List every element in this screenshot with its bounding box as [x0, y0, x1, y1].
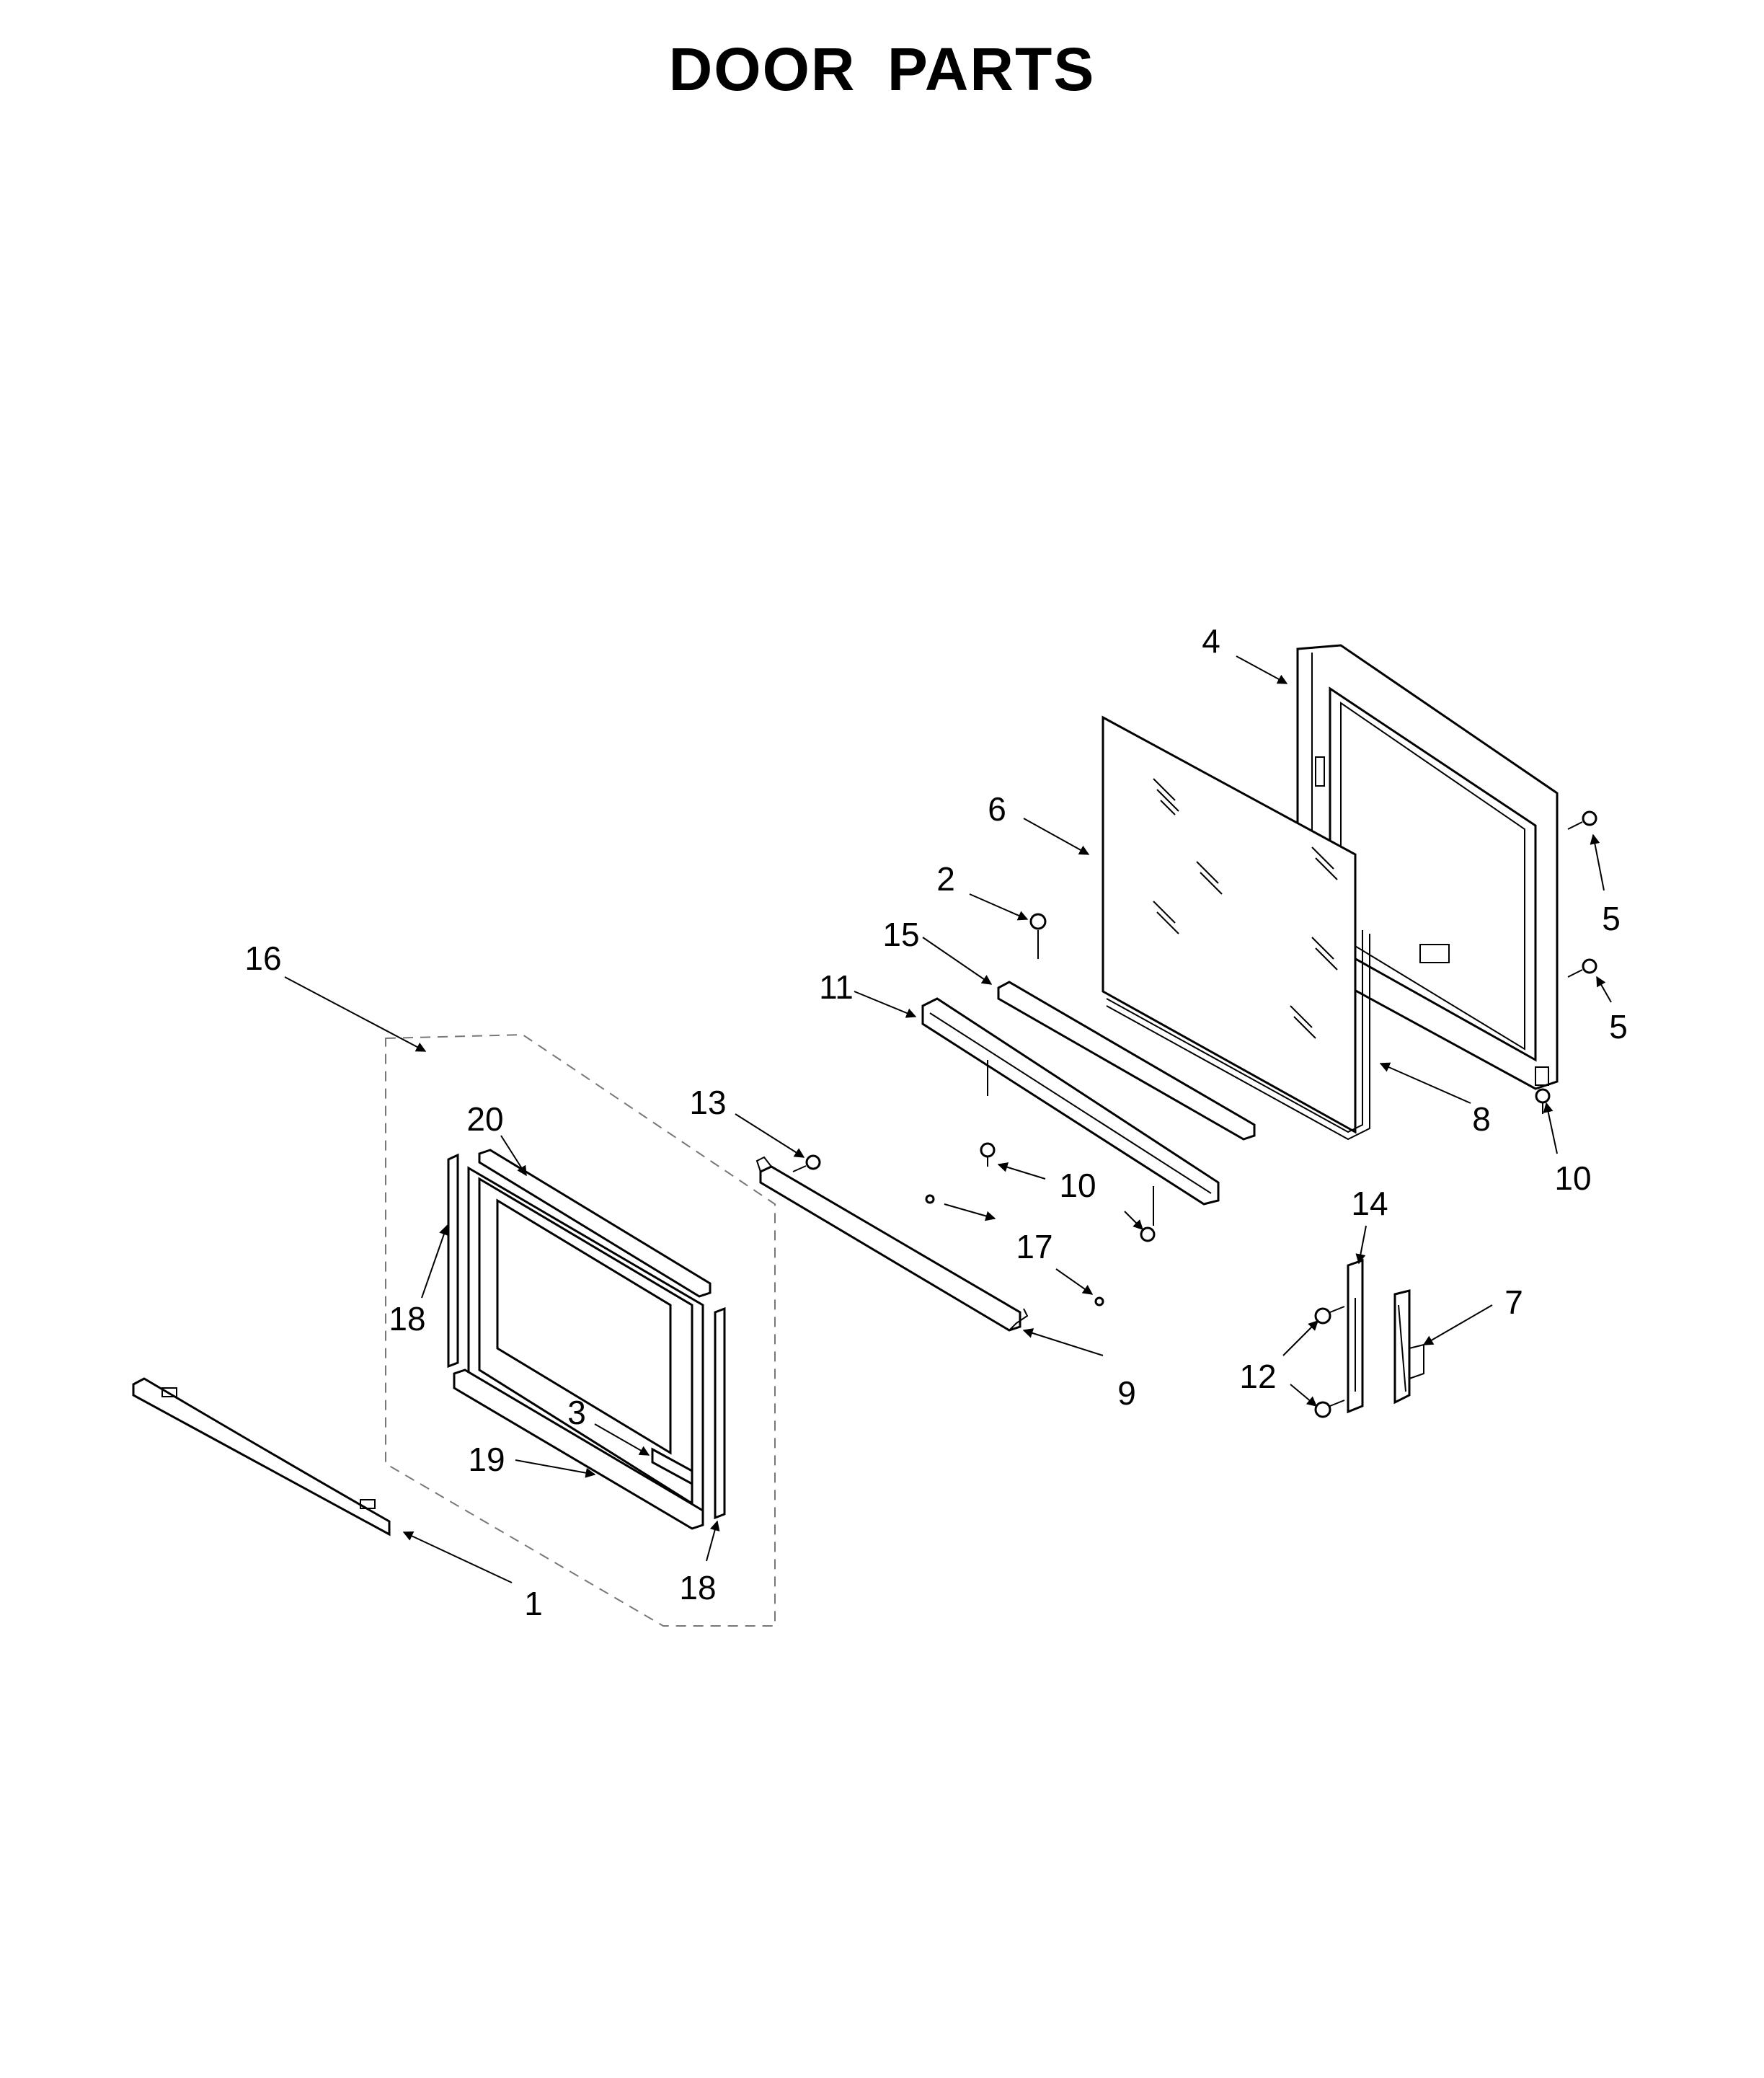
spacer-17-b: [1094, 1296, 1104, 1307]
callout-13: 13: [689, 1084, 726, 1121]
vent-trim: [453, 1369, 704, 1530]
leader-lines: [284, 655, 1612, 1583]
callout-15: 15: [882, 916, 919, 953]
callout-7: 7: [1504, 1283, 1523, 1321]
glass-support-channel: [997, 981, 1256, 1141]
callout-labels: 1 2 3 4 5 5 6 7 8 9 10 10 11 12 13 14 15…: [244, 622, 1627, 1622]
callout-12: 12: [1239, 1358, 1276, 1395]
callout-20: 20: [466, 1100, 503, 1138]
screw-13: [792, 1154, 821, 1172]
screw-12-upper: [1314, 1306, 1345, 1325]
door-badge: [651, 1447, 693, 1486]
callout-19: 19: [468, 1441, 505, 1478]
callout-10-right: 10: [1554, 1159, 1591, 1197]
hinge-receiver: [1347, 1258, 1364, 1414]
callout-14: 14: [1351, 1185, 1388, 1222]
callout-5-lower: 5: [1609, 1008, 1628, 1045]
screw-10-mid: [1140, 1186, 1156, 1242]
callout-18-left: 18: [389, 1300, 425, 1338]
door-handle: [132, 1377, 391, 1537]
screw-10-right: [1535, 1088, 1551, 1114]
door-glass: [1102, 715, 1357, 1134]
callout-8: 8: [1472, 1100, 1491, 1138]
callout-1: 1: [524, 1585, 543, 1622]
door-hinge: [1393, 1289, 1424, 1405]
callout-4: 4: [1202, 622, 1220, 660]
side-trim-right: [714, 1307, 726, 1520]
page-title: DOOR PARTS: [668, 35, 1096, 103]
side-trim-left: [447, 1153, 459, 1369]
callout-18-right: 18: [679, 1569, 716, 1606]
callout-2: 2: [936, 860, 955, 898]
screw-12-lower: [1314, 1400, 1345, 1418]
glass-gasket-strip: [1106, 930, 1370, 1141]
spacer-17-a: [925, 1194, 935, 1204]
screw-2: [1029, 913, 1047, 959]
callout-17: 17: [1016, 1228, 1052, 1265]
top-trim: [478, 1149, 712, 1298]
callout-9: 9: [1117, 1374, 1136, 1412]
callout-3: 3: [567, 1394, 586, 1431]
hinge-support-channel: [921, 997, 1220, 1206]
screw-5-upper: [1567, 810, 1597, 830]
screw-10-front: [980, 1142, 996, 1167]
lower-door-bracket: [755, 1156, 1029, 1332]
callout-16: 16: [244, 939, 281, 977]
callout-10-center: 10: [1059, 1167, 1096, 1204]
screw-5-lower: [1567, 958, 1597, 978]
callout-11: 11: [819, 968, 854, 1006]
callout-5-upper: 5: [1602, 900, 1621, 937]
outer-door-panel: [467, 1166, 704, 1516]
callout-6: 6: [988, 790, 1006, 828]
